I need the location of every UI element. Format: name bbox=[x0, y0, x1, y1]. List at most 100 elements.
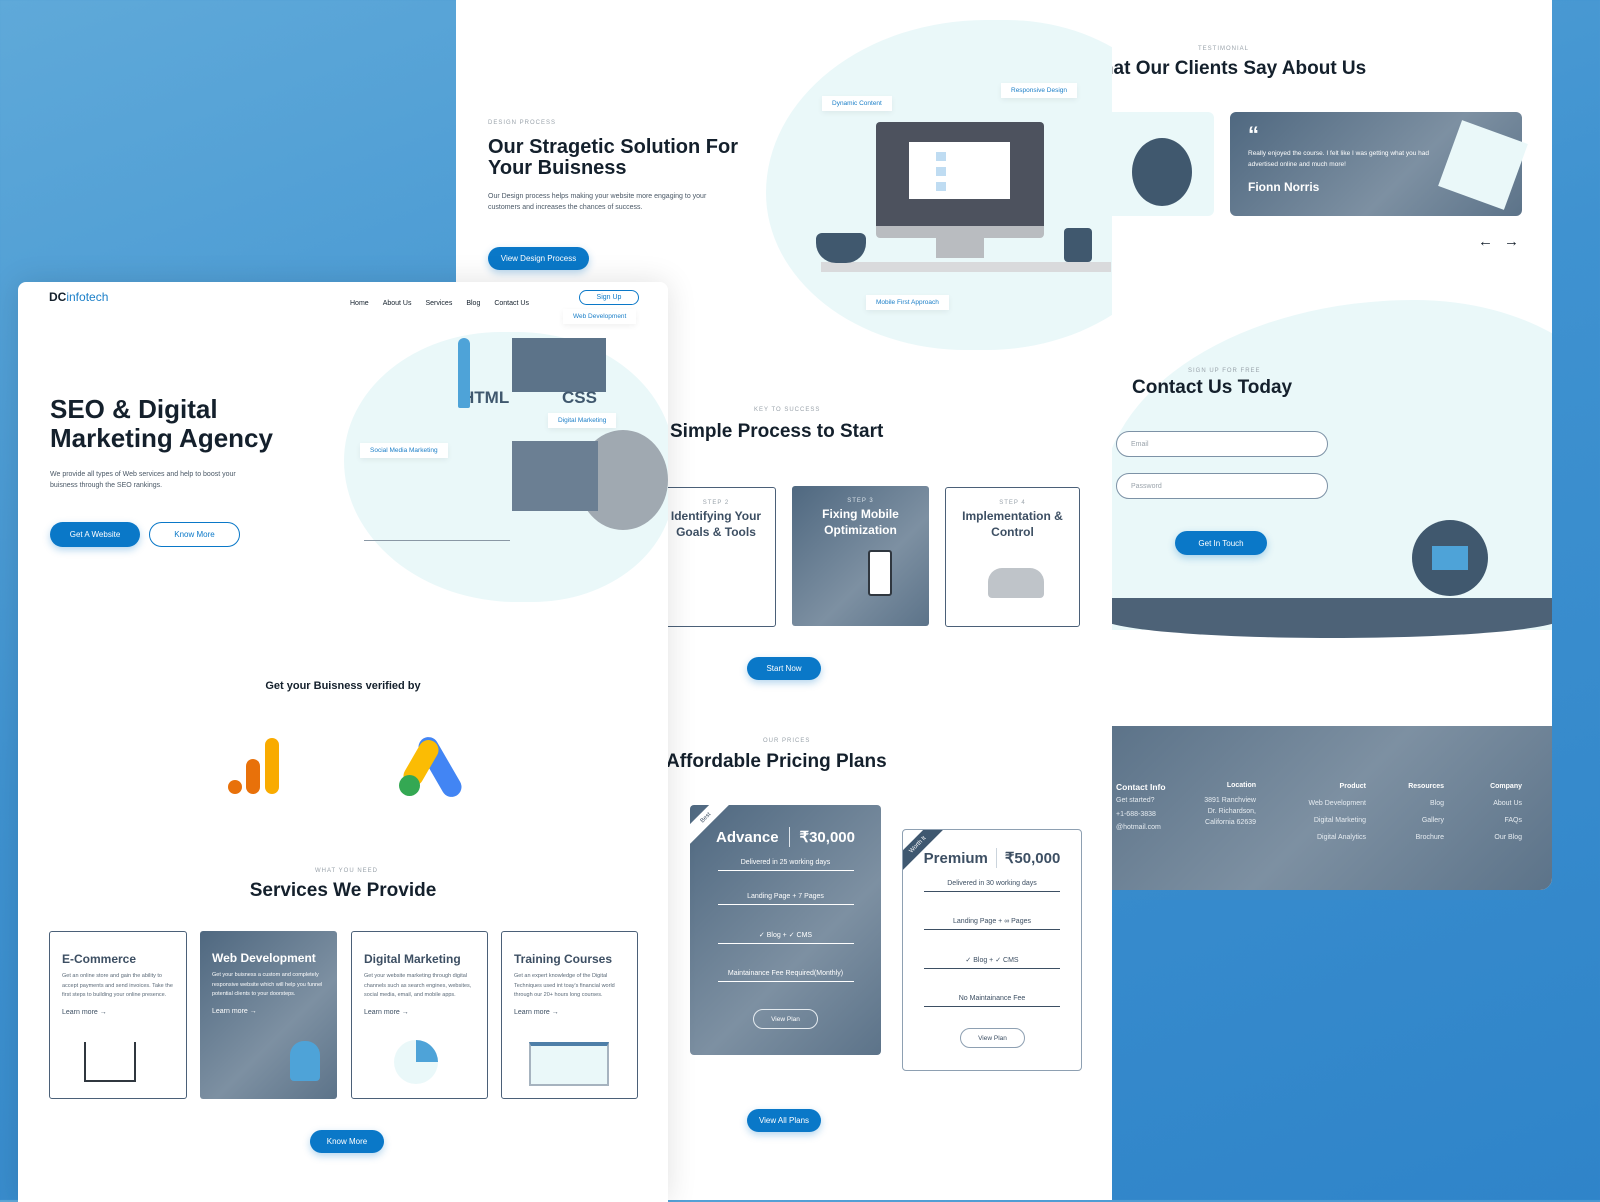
next-arrow-button[interactable]: → bbox=[1504, 233, 1519, 250]
process-title: Simple Process to Start bbox=[670, 421, 884, 442]
sign-up-button[interactable]: Sign Up bbox=[579, 290, 639, 305]
learn-more-link[interactable]: Learn more → bbox=[364, 1008, 409, 1016]
phone-icon bbox=[868, 550, 892, 596]
learn-more-link[interactable]: Learn more → bbox=[62, 1008, 107, 1016]
plan-row: ✓ Blog + ✓ CMS bbox=[924, 944, 1060, 969]
service-title: Digital Marketing bbox=[364, 952, 461, 966]
desk-illustration bbox=[988, 568, 1044, 598]
tag-mobile-first: Mobile First Approach bbox=[866, 295, 949, 310]
plan-row: Delivered in 30 working days bbox=[924, 868, 1060, 892]
step-label: STEP 2 bbox=[702, 500, 730, 506]
footer-link[interactable]: Digital Marketing bbox=[1313, 817, 1366, 824]
step-label: STEP 4 bbox=[999, 500, 1026, 506]
pricing-eyebrow: OUR PRICES bbox=[763, 738, 811, 744]
right-page: TESTIMONIAL What Our Clients Say About U… bbox=[1112, 0, 1552, 890]
main-nav: Home About Us Services Blog Contact Us bbox=[350, 292, 543, 310]
nav-blog[interactable]: Blog bbox=[466, 300, 481, 307]
learn-more-link[interactable]: Learn more → bbox=[212, 1007, 257, 1015]
testimonial-card: “ Really enjoyed the course. I felt like… bbox=[1230, 112, 1528, 216]
nav-contact[interactable]: Contact Us bbox=[494, 300, 529, 307]
ground-shape bbox=[1112, 598, 1552, 638]
start-now-button[interactable]: Start Now bbox=[747, 657, 821, 680]
learn-more-link[interactable]: Learn more → bbox=[514, 1008, 559, 1016]
footer-link[interactable]: Web Development bbox=[1308, 800, 1366, 807]
prev-arrow-button[interactable]: ← bbox=[1478, 233, 1493, 250]
email-input[interactable]: Email bbox=[1116, 431, 1328, 457]
view-all-plans-button[interactable]: View All Plans bbox=[747, 1109, 821, 1132]
quote-icon: “ bbox=[1248, 122, 1259, 147]
services-title: Services We Provide bbox=[249, 880, 437, 901]
footer-link[interactable]: Digital Analytics bbox=[1316, 834, 1366, 841]
process-eyebrow: KEY TO SUCCESS bbox=[754, 407, 821, 413]
plan-premium: Worth It Premium₹50,000 Delivered in 30 … bbox=[902, 829, 1082, 1071]
services-eyebrow: WHAT YOU NEED bbox=[315, 868, 379, 874]
design-desc: Our Design process helps making your web… bbox=[488, 193, 707, 211]
nav-about[interactable]: About Us bbox=[382, 300, 412, 307]
envelope-icon bbox=[1412, 520, 1488, 596]
plan-advance: Best Advance₹30,000 Delivered in 25 work… bbox=[679, 791, 881, 1055]
service-title: Training Courses bbox=[514, 952, 613, 966]
nav-services[interactable]: Services bbox=[425, 300, 453, 307]
footer-link[interactable]: Blog bbox=[1429, 800, 1444, 807]
footer-link[interactable]: Our Blog bbox=[1494, 834, 1522, 841]
tag-social-media: Social Media Marketing bbox=[360, 443, 448, 458]
person-illustration bbox=[290, 1041, 320, 1081]
get-a-website-button[interactable]: Get A Website bbox=[50, 522, 140, 547]
service-title: E-Commerce bbox=[62, 952, 137, 966]
view-design-process-button[interactable]: View Design Process bbox=[488, 247, 589, 270]
plan-name: Advance bbox=[716, 828, 779, 846]
html-text: HTML bbox=[462, 388, 510, 407]
plan-price: ₹50,000 bbox=[1004, 850, 1061, 867]
verified-heading: Get your Buisness verified by bbox=[265, 680, 421, 692]
tag-responsive-design: Responsive Design bbox=[1001, 83, 1078, 98]
service-desc: Get an online store and gain the ability… bbox=[62, 973, 173, 998]
testimonial-eyebrow: TESTIMONIAL bbox=[1198, 46, 1250, 52]
plan-row: Delivered in 25 working days bbox=[717, 847, 854, 871]
browser-illustration bbox=[529, 1042, 609, 1086]
footer-link[interactable]: Brochure bbox=[1415, 834, 1444, 841]
tag-digital-marketing: Digital Marketing bbox=[548, 413, 617, 428]
know-more-hero-button[interactable]: Know More bbox=[149, 522, 240, 547]
cart-icon bbox=[84, 1042, 136, 1082]
pie-chart-icon bbox=[394, 1040, 438, 1084]
service-desc: Get an expert knowledge of the Digital T… bbox=[514, 973, 615, 998]
footer-link[interactable]: Gallery bbox=[1421, 817, 1444, 824]
password-input[interactable]: Password bbox=[1116, 473, 1328, 499]
contact-blob bbox=[1112, 300, 1552, 630]
plan-row: No Maintainance Fee bbox=[924, 983, 1060, 1007]
logo[interactable]: DCinfotech bbox=[49, 290, 109, 304]
footer-link[interactable]: About Us bbox=[1493, 800, 1522, 807]
design-eyebrow: DESIGN PROCESS bbox=[488, 120, 557, 126]
css-text: CSS bbox=[562, 388, 597, 407]
hero-desc: We provide all types of Web services and… bbox=[50, 471, 236, 489]
tag-web-development: Web Development bbox=[563, 309, 637, 324]
contact-title: Contact Us Today bbox=[1132, 377, 1293, 398]
view-plan-button[interactable]: View Plan bbox=[960, 1028, 1025, 1048]
step-label: STEP 3 bbox=[847, 498, 874, 504]
plan-row: Maintainance Fee Required(Monthly) bbox=[717, 958, 854, 982]
nav-home[interactable]: Home bbox=[350, 300, 369, 307]
plan-name: Premium bbox=[923, 849, 988, 867]
get-in-touch-button[interactable]: Get In Touch bbox=[1175, 531, 1267, 555]
view-plan-button[interactable]: View Plan bbox=[753, 1009, 818, 1029]
tag-dynamic-content: Dynamic Content bbox=[822, 96, 892, 111]
home-page: DCinfotech Home About Us Services Blog Conta… bbox=[18, 282, 668, 1202]
know-more-services-button[interactable]: Know More bbox=[310, 1130, 384, 1153]
footer-link[interactable]: FAQs bbox=[1504, 817, 1522, 824]
